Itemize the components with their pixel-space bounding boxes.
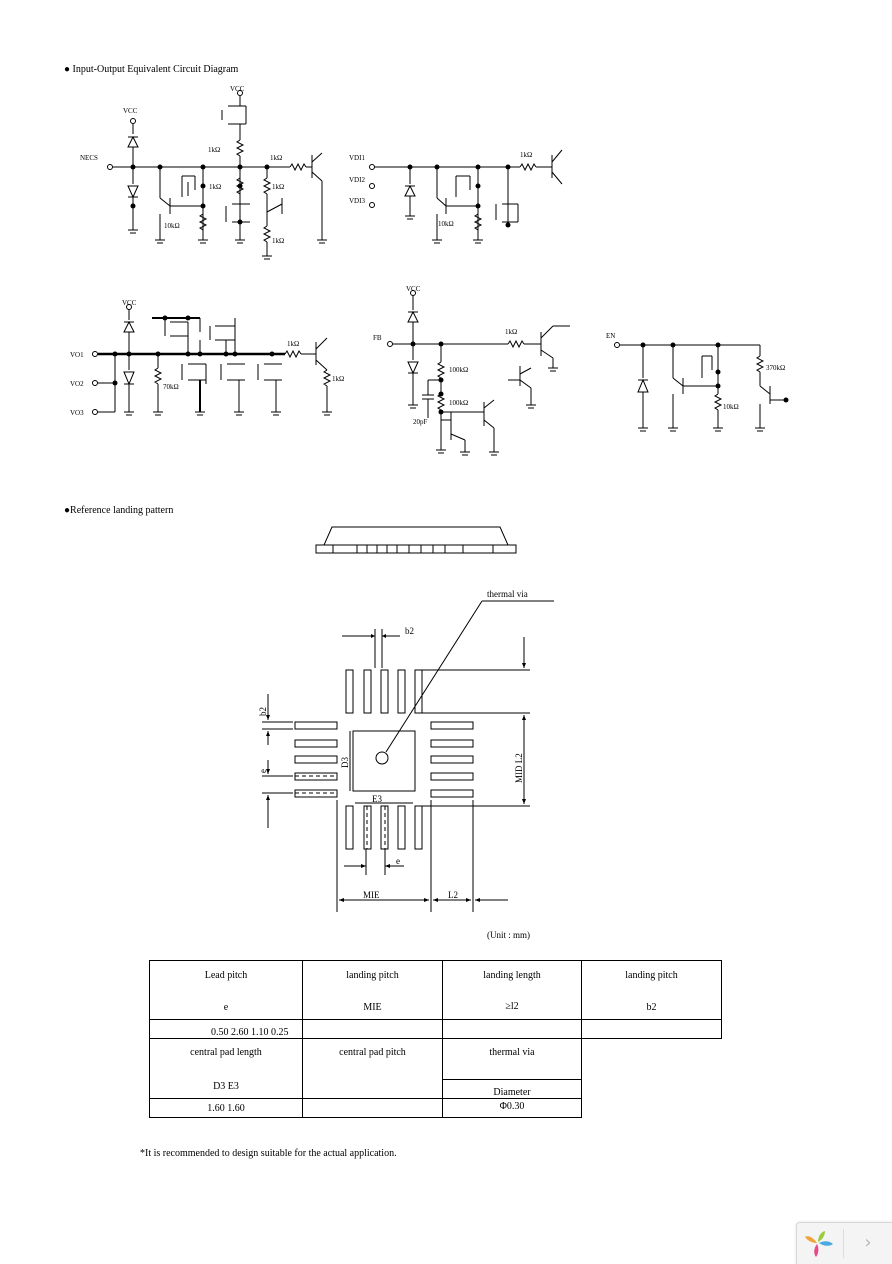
table-cell [442, 1019, 582, 1039]
table-cell: Diameter [442, 1078, 582, 1100]
necs-pin-label: NECS [80, 154, 98, 162]
logo-icon [805, 1231, 833, 1257]
central-pad-length-header: central pad length [190, 1047, 262, 1058]
thermal-via-label: thermal via [487, 589, 528, 599]
diameter-label: Diameter [493, 1086, 531, 1098]
table-cell [581, 1019, 722, 1039]
capacitor-label: 20pF [413, 418, 428, 426]
resistor-label: 1kΩ [505, 328, 517, 336]
resistor-label: 100kΩ [449, 399, 468, 407]
resistor-label: 10kΩ [723, 403, 739, 411]
vcc-label: VCC [230, 85, 245, 93]
resistor-label: 370kΩ [766, 364, 785, 372]
table-cell-empty [582, 1039, 722, 1118]
resistor-label: 10kΩ [164, 222, 180, 230]
vdi2-pin-label: VDI2 [349, 176, 365, 184]
thermal-via-header: thermal via [489, 1047, 535, 1058]
thermal-via [375, 751, 389, 765]
resistor-label: 1kΩ [287, 340, 299, 348]
table-cell [302, 1019, 443, 1039]
landing-pitch-symbol: MIE [363, 1002, 382, 1013]
mie-dimension-label: MIE [363, 890, 380, 900]
vdi1-pin-label: VDI1 [349, 154, 365, 162]
package-side-view [315, 544, 517, 554]
table-cell: landing length ≥l2 [442, 960, 582, 1020]
lead-pitch-symbol: e [223, 1002, 229, 1013]
en-pin-label: EN [606, 332, 615, 340]
table-cell: central pad length D3 E3 [149, 1038, 303, 1099]
vo2-pin-label: VO2 [70, 380, 84, 388]
central-pad-pitch-header: central pad pitch [339, 1047, 406, 1058]
resistor-label: 1kΩ [272, 183, 284, 191]
lead-pitch-header: Lead pitch [204, 970, 248, 981]
landing-values: 0.50 2.60 1.10 0.25 [211, 1027, 289, 1038]
table-cell: landing pitch b2 [581, 960, 722, 1020]
landing-length-symbol: ≥l2 [505, 1001, 519, 1012]
landing-pitch-b2-symbol: b2 [646, 1002, 657, 1013]
e3-dimension-label: E3 [372, 794, 382, 804]
footnote: *It is recommended to design suitable fo… [140, 1148, 397, 1159]
vcc-label: VCC [123, 107, 138, 115]
circuit-diagram-heading: ● Input-Output Equivalent Circuit Diagra… [64, 64, 239, 75]
resistor-label: 1kΩ [272, 237, 284, 245]
central-pad [352, 730, 416, 792]
b2-dimension-label: b2 [258, 707, 268, 716]
landing-pattern-heading: ●Reference landing pattern [64, 505, 174, 516]
resistor-label: 1kΩ [209, 183, 221, 191]
resistor-label: 70kΩ [163, 383, 179, 391]
vcc-label: VCC [406, 285, 421, 293]
central-pad-values: 1.60 1.60 [207, 1103, 245, 1114]
chevron-right-icon[interactable]: › [864, 1232, 872, 1253]
resistor-label: 1kΩ [520, 151, 532, 159]
table-cell: 1.60 1.60 [149, 1098, 303, 1118]
landing-dimension-table: Lead pitch e landing pitch MIE landing l… [149, 960, 722, 1118]
table-cell: Φ0.30 [442, 1098, 582, 1118]
resistor-label: 1kΩ [332, 375, 344, 383]
landing-pitch-b2-header: landing pitch [625, 970, 678, 981]
landing-length-header: landing length [483, 970, 541, 981]
resistor-label: 10kΩ [438, 220, 454, 228]
table-cell: landing pitch MIE [302, 960, 443, 1020]
e-dimension-label: e [258, 769, 268, 773]
vo3-pin-label: VO3 [70, 409, 84, 417]
vo1-pin-label: VO1 [70, 351, 84, 359]
viewer-nav-widget: › [796, 1222, 892, 1264]
table-cell [302, 1098, 443, 1118]
table-cell: 0.50 2.60 1.10 0.25 [149, 1019, 303, 1039]
table-cell: central pad pitch [302, 1038, 443, 1099]
thermal-via-diameter-value: Φ0.30 [499, 1101, 525, 1112]
vdi3-pin-label: VDI3 [349, 197, 365, 205]
resistor-label: 1kΩ [208, 146, 220, 154]
l2-dimension-label: L2 [448, 890, 458, 900]
unit-label: (Unit : mm) [487, 930, 530, 940]
resistor-label: 100kΩ [449, 366, 468, 374]
landing-pitch-header: landing pitch [346, 970, 399, 981]
mid-l2-dimension-label: MID L2 [514, 753, 524, 783]
landing-pattern-drawing: thermal via b2 b2 e D3 E3 e MIE L2 MID L… [258, 526, 554, 940]
b2-dimension-label: b2 [405, 626, 414, 636]
resistor-label: 1kΩ [270, 154, 282, 162]
e-dimension-label: e [396, 856, 400, 866]
d3-dimension-label: D3 [340, 757, 350, 768]
central-pad-symbols: D3 E3 [213, 1081, 239, 1092]
io-equivalent-circuit-diagram: VCC VCC NECS 1kΩ 1kΩ 1kΩ 1kΩ 1kΩ 10kΩ VD… [70, 85, 789, 456]
vcc-label: VCC [122, 299, 137, 307]
table-cell: Lead pitch e [149, 960, 303, 1020]
fb-pin-label: FB [373, 334, 382, 342]
table-cell: thermal via [442, 1038, 582, 1080]
nav-divider [843, 1229, 844, 1258]
